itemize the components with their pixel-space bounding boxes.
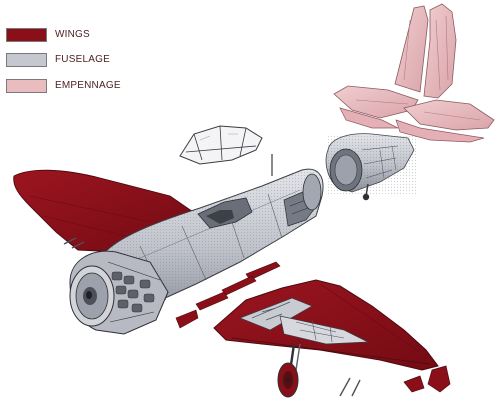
rudder xyxy=(423,3,457,99)
right-wing xyxy=(213,279,451,397)
legend-swatch-fuselage xyxy=(6,53,47,67)
legend-swatch-wings xyxy=(6,28,47,42)
legend-swatch-empennage xyxy=(6,79,47,93)
engine-cowling xyxy=(69,250,169,335)
vertical-fin xyxy=(394,5,429,93)
left-elevator xyxy=(339,107,399,129)
right-elevator xyxy=(395,119,485,143)
wing-fairing-strips xyxy=(175,261,281,329)
legend-item-empennage: EMPENNAGE xyxy=(6,79,206,95)
legend-item-fuselage: FUSELAGE xyxy=(6,53,206,69)
legend-label-wings: WINGS xyxy=(55,29,90,40)
vertical-fin-rudder xyxy=(394,3,457,99)
legend-label-fuselage: FUSELAGE xyxy=(55,54,110,65)
rear-fuselage xyxy=(325,133,416,201)
legend-label-empennage: EMPENNAGE xyxy=(55,80,121,91)
horizontal-stabilizers xyxy=(333,85,495,143)
canopy xyxy=(179,125,263,165)
main-landing-gear xyxy=(277,343,301,398)
legend-item-wings: WINGS xyxy=(6,28,206,44)
right-horizontal-stabilizer xyxy=(403,99,495,131)
